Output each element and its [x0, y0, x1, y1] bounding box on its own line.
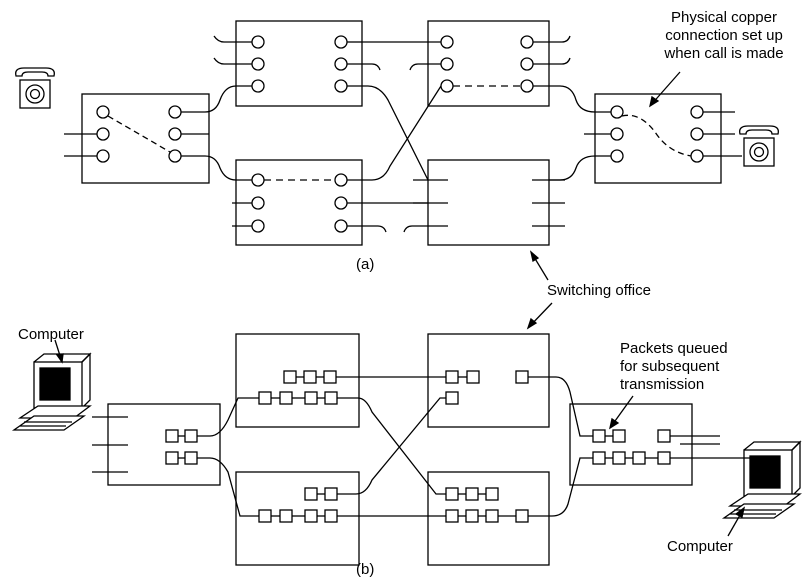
switching-office-label: Switching office [547, 282, 651, 299]
switching-office-box [235, 20, 363, 107]
computer-right-label: Computer [667, 538, 733, 555]
switching-office-box [594, 93, 722, 184]
callout-arrow [649, 71, 681, 108]
packets-queued-label: Packets queued for subsequent transmissi… [620, 340, 728, 394]
trunk-links [181, 85, 611, 181]
computer-left-label: Computer [18, 326, 84, 343]
telephone-icon [739, 125, 779, 167]
label-line: Packets queued [620, 340, 728, 357]
packet-queue [92, 416, 198, 473]
packet-queue [445, 487, 529, 523]
switching-office-box [427, 471, 550, 566]
label-line: for subsequent [620, 358, 720, 375]
packet-queue [445, 370, 549, 405]
physical-copper-label: Physical copper connection set up when c… [650, 9, 798, 63]
panel-a-circuit-switching [15, 20, 779, 246]
label-line: when call is made [664, 45, 784, 62]
switch-contacts [362, 35, 571, 93]
switching-office-box [81, 93, 210, 184]
switching-office-box [569, 403, 693, 486]
label-line: transmission [620, 376, 705, 393]
computer-icon [721, 440, 802, 519]
callout-arrow [526, 250, 553, 330]
switching-office-box [427, 333, 550, 428]
switch-contacts [232, 173, 428, 233]
switch-contacts [584, 105, 742, 163]
panel-a-caption: (a) [356, 256, 375, 273]
callout-arrow [727, 506, 746, 537]
telephone-icon [15, 67, 55, 109]
panel-b-caption: (b) [356, 561, 375, 578]
label-line: connection set up [665, 27, 783, 44]
switch-contacts [64, 105, 209, 163]
callout-arrow [609, 395, 634, 430]
switching-office-box [427, 20, 550, 107]
switch-trunk-lines [403, 179, 565, 233]
computer-icon [11, 352, 92, 431]
packet-queue [258, 487, 446, 523]
switching-office-box [235, 471, 360, 566]
packet-queue [258, 370, 446, 405]
switching-office-box [235, 333, 360, 428]
panel-b-packet-switching [11, 333, 802, 566]
packet-queue [592, 429, 752, 465]
callout-arrow [54, 339, 64, 364]
switch-contacts [213, 35, 381, 93]
trunk-links [197, 376, 593, 517]
label-line: Physical copper [671, 9, 777, 26]
